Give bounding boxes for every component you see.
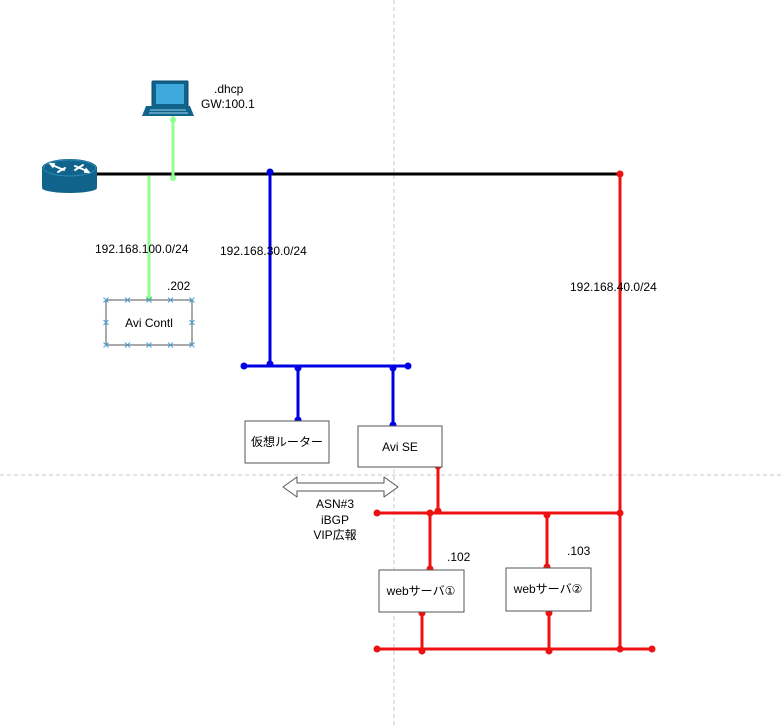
avi-se-node[interactable]: Avi SE — [357, 425, 443, 468]
red-link-dot — [373, 645, 381, 653]
blue-link-dot — [266, 360, 274, 368]
bgp-ibgp-label: iBGP — [321, 513, 349, 527]
controller-ip-label: .202 — [167, 279, 191, 293]
double-arrow-icon — [282, 476, 399, 498]
blue-link-dot — [404, 362, 412, 370]
selection-handle — [167, 297, 174, 303]
red-link-dot — [434, 507, 442, 515]
selection-handle — [189, 297, 195, 303]
green-link-dot — [170, 175, 176, 181]
web2-ip-label: .103 — [567, 544, 591, 558]
selection-handle — [146, 297, 152, 303]
green-link-dot — [170, 117, 176, 123]
selection-handle — [124, 342, 131, 348]
pc-dhcp-label: .dhcp — [214, 82, 244, 96]
avi-controller-label: Avi Contl — [125, 316, 173, 330]
router-icon[interactable] — [42, 159, 97, 193]
web-server-2-label: webサーバ② — [513, 582, 583, 596]
virtual-router-label: 仮想ルーター — [251, 434, 323, 449]
blue-link-dot — [389, 364, 397, 372]
network-100-label: 192.168.100.0/24 — [95, 242, 189, 256]
red-link-dot — [616, 645, 624, 653]
selection-handle — [103, 297, 109, 303]
bgp-asn-label: ASN#3 — [316, 497, 354, 511]
red-link-dot — [616, 170, 624, 178]
network-40-label: 192.168.40.0/24 — [570, 280, 657, 294]
avi-controller-node[interactable]: Avi Contl — [103, 297, 195, 348]
red-link-dot — [373, 509, 381, 517]
selection-handle — [103, 319, 109, 326]
red-link-dot — [648, 645, 656, 653]
blue-link-dot — [294, 364, 302, 372]
selection-handle — [189, 342, 195, 348]
green-network — [146, 116, 176, 301]
virtual-router-node[interactable]: 仮想ルーター — [244, 420, 330, 464]
web-server-1-label: webサーバ① — [386, 584, 456, 598]
network-30-label: 192.168.30.0/24 — [220, 244, 307, 258]
red-link-dot — [426, 509, 434, 517]
pc-gateway-label: GW:100.1 — [201, 97, 255, 111]
red-link-dot — [543, 511, 551, 519]
red-link-dot — [616, 509, 624, 517]
pc-icon[interactable] — [142, 80, 194, 116]
blue-network — [240, 168, 412, 429]
avi-se-label: Avi SE — [382, 440, 418, 454]
blue-link-dot — [266, 168, 274, 176]
blue-link-dot — [240, 362, 248, 370]
selection-handle — [103, 342, 109, 348]
web1-ip-label: .102 — [447, 550, 471, 564]
bgp-vip-label: VIP広報 — [313, 528, 356, 542]
selection-handle — [189, 319, 195, 326]
selection-handles — [103, 297, 195, 348]
red-link-dot — [545, 647, 553, 655]
selection-handle — [167, 342, 174, 348]
web-server-2-node[interactable]: webサーバ② — [505, 567, 592, 612]
selection-handle — [146, 342, 152, 348]
selection-handle — [124, 297, 131, 303]
red-link-dot — [418, 647, 426, 655]
web-server-1-node[interactable]: webサーバ① — [378, 569, 465, 613]
red-network — [373, 170, 656, 655]
